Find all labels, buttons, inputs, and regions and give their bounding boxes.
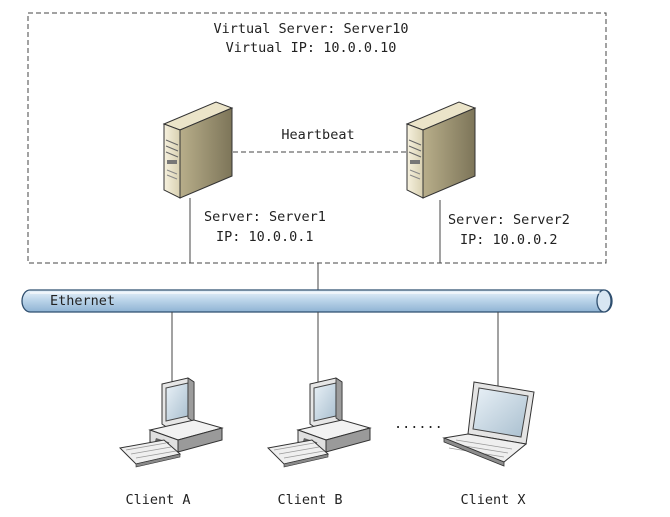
client-x-label: Client X (460, 492, 525, 508)
client-b-desktop-icon (267, 377, 371, 468)
ethernet-backbone (21, 289, 613, 313)
server2-icon (406, 101, 476, 199)
virtual-server-title: Virtual Server: Server10 (213, 21, 408, 37)
cluster-boundary (27, 12, 607, 264)
more-clients-ellipsis: ...... (394, 416, 443, 432)
server2-name-label: Server: Server2 (448, 212, 570, 228)
client-a-label: Client A (125, 492, 190, 508)
client-b-label: Client B (277, 492, 342, 508)
virtual-ip-label: Virtual IP: 10.0.0.10 (226, 40, 397, 56)
heartbeat-label: Heartbeat (281, 127, 354, 143)
server1-name-label: Server: Server1 (204, 209, 326, 225)
server2-ip-label: IP: 10.0.0.2 (460, 232, 558, 248)
server1-ip-label: IP: 10.0.0.1 (216, 229, 314, 245)
server1-icon (163, 101, 233, 199)
client-x-laptop-icon (443, 381, 535, 467)
ethernet-label: Ethernet (50, 293, 115, 309)
client-a-desktop-icon (119, 377, 223, 468)
